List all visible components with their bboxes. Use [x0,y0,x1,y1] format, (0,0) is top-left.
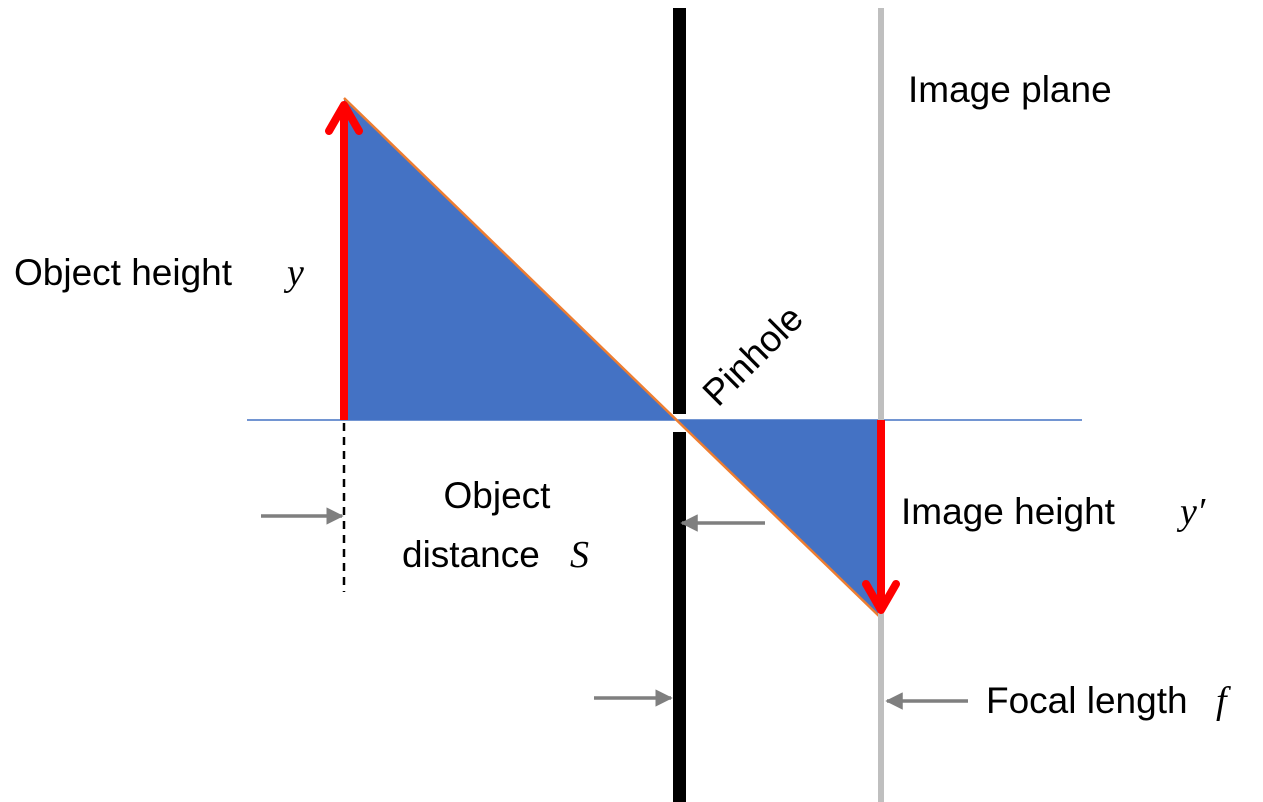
object-distance-symbol: S [570,534,589,576]
focal-length-label: Focal length [986,680,1188,721]
image-height-label: Image height [901,491,1116,532]
object-height-symbol: y [283,252,304,294]
light-ray [343,97,881,618]
barrier-upper [673,8,686,414]
barrier-lower [673,432,686,802]
image-height-arrow [862,420,900,614]
focal-length-symbol: f [1216,680,1231,722]
object-height-label: Object height [14,252,233,293]
pinhole-label: Pinhole [695,297,811,413]
image-plane-line [878,8,884,802]
image-height-symbol: y′ [1176,491,1206,533]
image-plane-label: Image plane [908,69,1112,110]
object-distance-label-line2: distance [402,534,540,575]
object-height-arrow [325,101,363,420]
object-distance-label-line1: Object [444,475,552,516]
